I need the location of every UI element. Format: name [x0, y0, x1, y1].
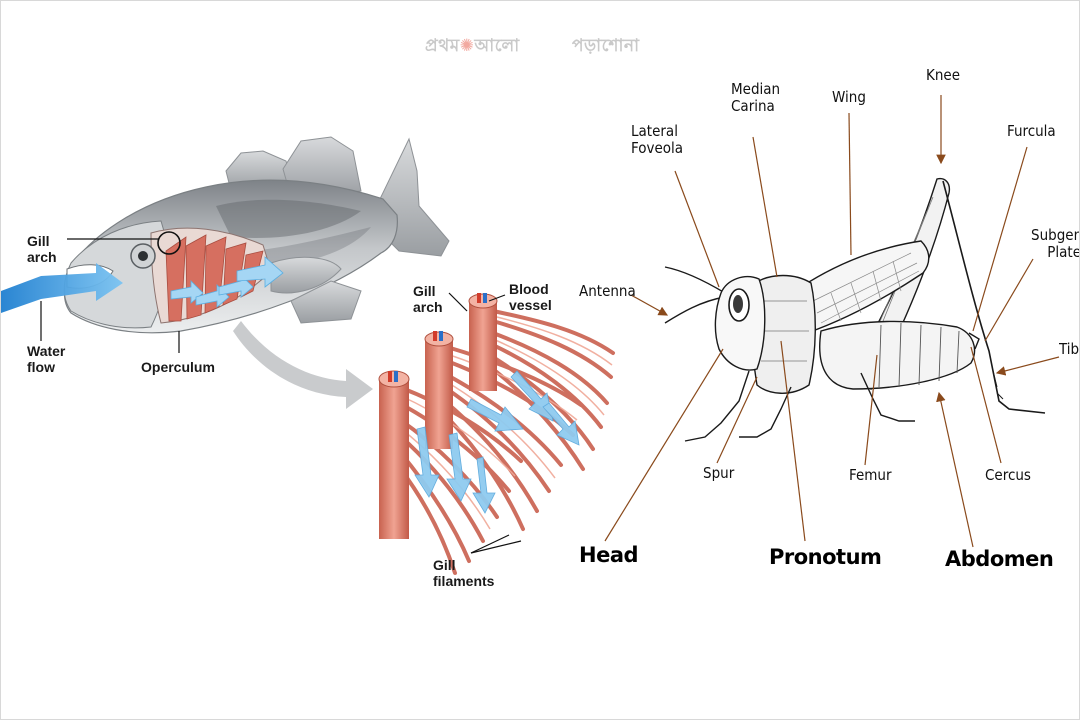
lateral-foveola-leader — [674, 170, 720, 288]
mid-leg — [739, 386, 792, 438]
gill-water-arrows — [170, 256, 284, 308]
brand-watermark: প্রথম✺আলো — [425, 33, 520, 61]
gill-detail-illustration — [378, 292, 615, 575]
label-operculum: Operculum — [141, 359, 215, 375]
femur-leader — [864, 354, 878, 466]
water-flow-arrow — [1, 263, 123, 313]
label-median-carina: Median Carina — [731, 80, 781, 116]
zoom-arrow — [233, 321, 373, 409]
hind-tibia — [942, 180, 1046, 414]
pronotum-leader — [780, 340, 806, 542]
wing-leader — [848, 112, 852, 256]
label-furcula: Furcula — [1007, 122, 1056, 140]
fish-illustration — [1, 136, 450, 409]
spur-leader — [716, 376, 758, 464]
label-wing: Wing — [832, 88, 866, 106]
antenna-leader — [630, 294, 669, 316]
label-cercus: Cercus — [985, 466, 1031, 484]
tibia-leader — [995, 356, 1060, 376]
gill-arch-callout-circle — [157, 231, 181, 255]
label-gill-filaments: Gill filaments — [433, 557, 495, 590]
front-leg — [684, 370, 750, 442]
grasshopper-wing — [800, 240, 930, 334]
label-antenna: Antenna — [579, 282, 636, 300]
gill-filaments-leader-1 — [470, 534, 510, 554]
label-spur: Spur — [703, 464, 735, 482]
grasshopper-antenna — [664, 266, 726, 324]
label-head: Head — [579, 543, 639, 567]
anal-fin — [290, 280, 362, 324]
gill-arch-detail-leader — [448, 292, 468, 312]
subgenital-plate-leader — [984, 258, 1034, 342]
label-subgenital-plate: Subgenit Plate — [1031, 227, 1080, 262]
grasshopper-cercus — [968, 332, 980, 350]
label-tibia: Tib — [1059, 341, 1080, 358]
label-femur: Femur — [849, 466, 892, 484]
grasshopper-illustration — [664, 177, 1046, 442]
label-gill-arch-detail: Gill arch — [413, 283, 443, 316]
head-leader — [604, 348, 724, 542]
label-knee: Knee — [926, 66, 961, 84]
gill-arch-tube-back — [468, 293, 498, 391]
median-carina-leader — [752, 136, 778, 278]
gill-arch-tube-middle — [424, 331, 454, 449]
brand-name-right: আলো — [474, 36, 520, 56]
label-abdomen: Abdomen — [945, 547, 1054, 571]
blood-vessel-leader — [488, 294, 506, 302]
pectoral-fin — [270, 256, 342, 294]
gill-arch-tube-front — [378, 370, 410, 539]
grasshopper-leaders — [604, 95, 1060, 548]
abdomen-leader — [936, 391, 974, 548]
label-water-flow: Water flow — [27, 343, 66, 376]
section-watermark: পড়াশোনা — [572, 36, 640, 56]
cercus-leader — [970, 346, 1002, 464]
brand-name-left: প্রথম — [425, 36, 460, 56]
filament-water-arrows — [414, 370, 580, 514]
mid-leg-2 — [860, 372, 915, 422]
label-lateral-foveola: Lateral Foveola — [631, 122, 684, 158]
furcula-leader — [972, 146, 1028, 332]
label-pronotum: Pronotum — [769, 545, 882, 569]
gill-filaments-leader-2 — [470, 540, 522, 554]
brand-sun-icon: ✺ — [459, 36, 475, 56]
label-blood-vessel: Blood vessel — [509, 281, 552, 314]
label-gill-arch: Gill arch — [27, 233, 57, 266]
grasshopper-abdomen — [819, 320, 976, 390]
grasshopper-head — [714, 275, 766, 371]
